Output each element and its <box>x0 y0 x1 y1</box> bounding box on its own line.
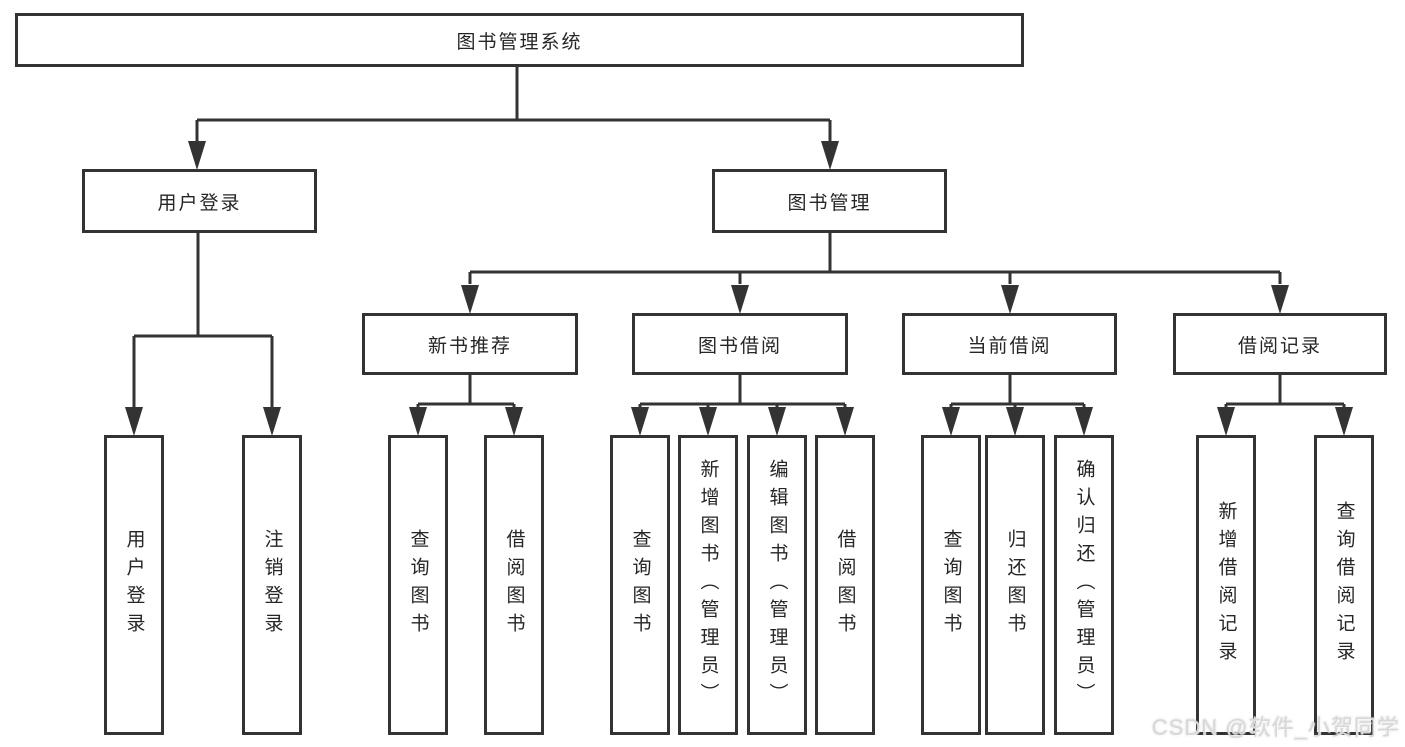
node-label: 借阅记录 <box>1237 335 1322 357</box>
leaf-borrow-books-recommend: 借阅图书 <box>484 435 544 735</box>
leaf-label: 借阅图书 <box>503 529 525 641</box>
connector-new-book-rec <box>416 375 516 407</box>
leaf-user-login: 用户登录 <box>104 435 164 735</box>
arrow-down-icon <box>1335 407 1353 436</box>
leaf-add-book-admin: 新增图书（管理员） <box>678 435 738 735</box>
node-label: 图书管理系统 <box>456 31 583 53</box>
arrow-down-icon <box>1001 285 1019 314</box>
leaf-label: 借阅图书 <box>834 529 856 641</box>
connector-current-borrow <box>949 375 1086 407</box>
arrow-down-icon <box>768 407 786 436</box>
arrow-down-icon <box>263 407 281 436</box>
leaf-query-borrow-record: 查询借阅记录 <box>1314 435 1374 735</box>
arrow-down-icon <box>505 407 523 436</box>
node-label: 图书管理 <box>787 192 872 214</box>
node-new-book-recommend: 新书推荐 <box>362 313 578 375</box>
node-book-management: 图书管理 <box>712 169 947 233</box>
node-root-system: 图书管理系统 <box>15 13 1024 67</box>
node-label: 新书推荐 <box>427 335 512 357</box>
leaf-label: 归还图书 <box>1004 529 1026 641</box>
node-user-login: 用户登录 <box>82 169 317 233</box>
arrow-down-icon <box>836 407 854 436</box>
leaf-label: 编辑图书（管理员） <box>766 459 788 711</box>
leaf-label: 查询图书 <box>407 529 429 641</box>
leaf-query-books-current: 查询图书 <box>921 435 981 735</box>
leaf-label: 查询借阅记录 <box>1333 501 1355 669</box>
leaf-label: 注销登录 <box>261 529 283 641</box>
leaf-edit-book-admin: 编辑图书（管理员） <box>747 435 807 735</box>
connector-book-mgmt <box>468 233 1282 284</box>
leaf-query-books-borrowing: 查询图书 <box>610 435 670 735</box>
leaf-confirm-return-admin: 确认归还（管理员） <box>1054 435 1114 735</box>
leaf-label: 查询图书 <box>940 529 962 641</box>
node-current-borrowing: 当前借阅 <box>902 313 1117 375</box>
arrow-down-icon <box>631 407 649 436</box>
node-label: 当前借阅 <box>967 335 1052 357</box>
arrow-down-icon <box>461 285 479 314</box>
node-borrow-records: 借阅记录 <box>1173 313 1387 375</box>
node-book-borrowing: 图书借阅 <box>632 313 848 375</box>
leaf-label: 新增图书（管理员） <box>697 459 719 711</box>
arrow-down-icon <box>409 407 427 436</box>
leaf-label: 确认归还（管理员） <box>1073 459 1095 711</box>
node-label: 图书借阅 <box>697 335 782 357</box>
arrow-down-icon <box>942 407 960 436</box>
arrow-down-icon <box>699 407 717 436</box>
arrow-down-icon <box>125 407 143 436</box>
arrow-down-icon <box>1217 407 1235 436</box>
leaf-return-book: 归还图书 <box>985 435 1045 735</box>
leaf-logout: 注销登录 <box>242 435 302 735</box>
connector-book-borrow <box>638 375 847 407</box>
arrow-down-icon <box>188 141 206 170</box>
arrow-down-icon <box>731 285 749 314</box>
leaf-label: 用户登录 <box>123 529 145 641</box>
leaf-label: 新增借阅记录 <box>1215 501 1237 669</box>
leaf-add-borrow-record: 新增借阅记录 <box>1196 435 1256 735</box>
connector-borrow-records <box>1224 375 1346 407</box>
arrow-down-icon <box>1075 407 1093 436</box>
leaf-query-books-recommend: 查询图书 <box>388 435 448 735</box>
arrow-down-icon <box>1006 407 1024 436</box>
leaf-label: 查询图书 <box>629 529 651 641</box>
arrow-down-icon <box>1271 285 1289 314</box>
leaf-borrow-books: 借阅图书 <box>815 435 875 735</box>
connector-root <box>195 67 832 141</box>
connector-user-login <box>132 233 274 407</box>
node-label: 用户登录 <box>157 192 242 214</box>
arrow-down-icon <box>821 141 839 170</box>
